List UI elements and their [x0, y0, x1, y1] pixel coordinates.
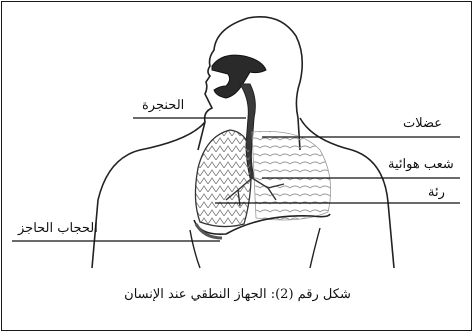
- label-muscles: عضلات: [403, 117, 442, 130]
- waist-outline: [190, 228, 320, 268]
- label-lung: رئة: [428, 186, 445, 199]
- label-diaphragm: الحجاب الحاجز: [18, 222, 98, 235]
- label-bronchi: شعب هوائية: [388, 158, 454, 171]
- lung: [195, 130, 251, 227]
- rib-cage: [252, 131, 331, 220]
- nasal-oral-cavity: [212, 55, 266, 98]
- figure-caption: شكل رقم (2): الجهاز النطقي عند الإنسان: [0, 288, 475, 301]
- label-larynx: الحنجرة: [142, 99, 184, 112]
